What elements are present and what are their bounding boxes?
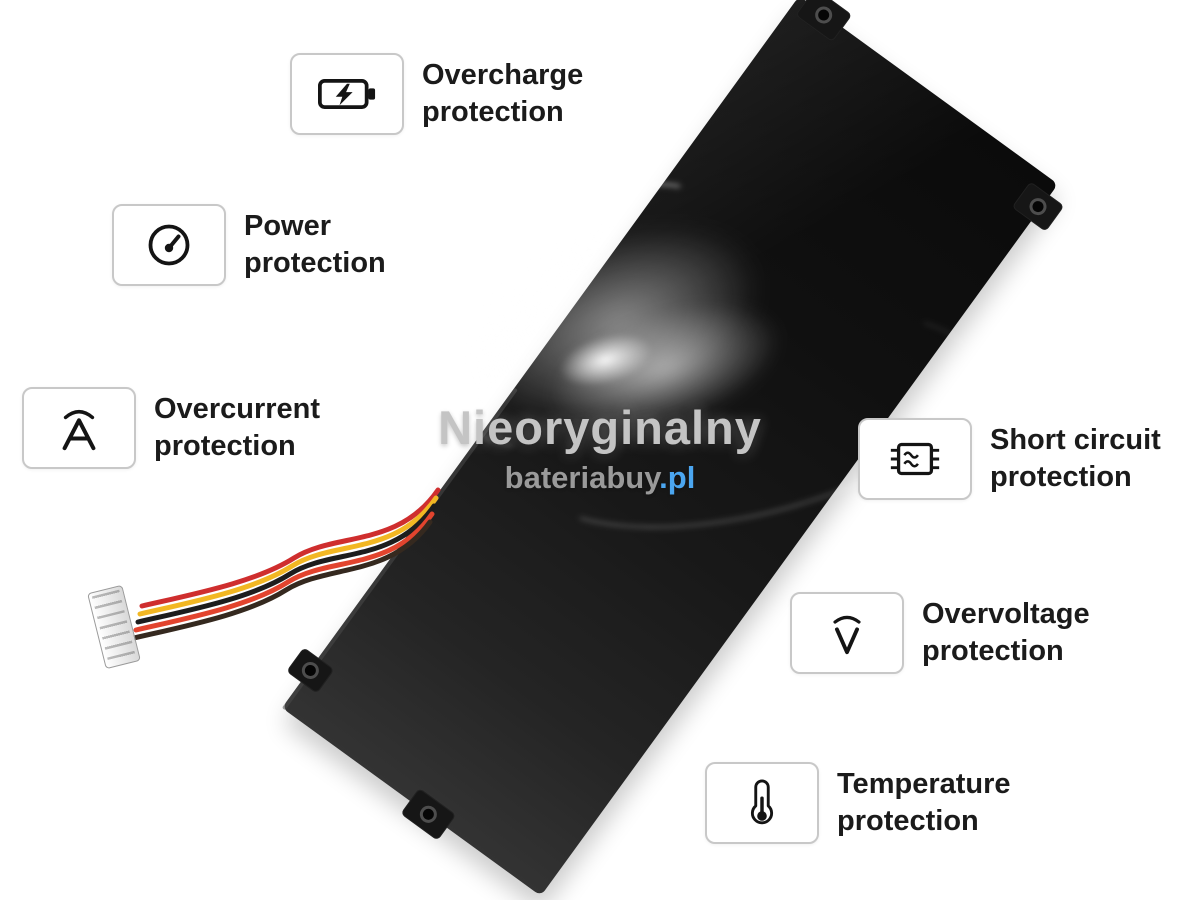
thermometer-icon xyxy=(705,762,819,844)
feature-line2: protection xyxy=(990,461,1132,493)
battery-charging-icon xyxy=(290,53,404,135)
feature-line2: protection xyxy=(244,247,386,279)
feature-line1: Short circuit xyxy=(990,424,1161,457)
feature-line1: Power xyxy=(244,210,332,243)
feature-label: Overcharge protection xyxy=(422,57,583,130)
feature-line2: protection xyxy=(837,805,979,837)
battery-connector-plug xyxy=(87,584,141,670)
volt-arc-icon xyxy=(790,592,904,674)
feature-line2: protection xyxy=(154,430,296,462)
power-gauge-icon xyxy=(112,204,226,286)
feature-label: Overvoltage protection xyxy=(922,596,1090,669)
feature-label: Overcurrent protection xyxy=(154,391,320,464)
feature-line1: Overcurrent xyxy=(154,393,321,426)
feature-label: Short circuit protection xyxy=(990,422,1161,495)
feature-callout-overvoltage: Overvoltage protection xyxy=(790,592,1090,674)
feature-callout-short-circuit: Short circuit protection xyxy=(858,418,1161,500)
feature-label: Temperature protection xyxy=(837,766,1011,839)
feature-line2: protection xyxy=(422,96,564,128)
feature-line1: Temperature xyxy=(837,768,1011,801)
screw-hole-icon xyxy=(811,3,836,27)
feature-line1: Overcharge xyxy=(422,59,584,92)
feature-callout-overcurrent: Overcurrent protection xyxy=(22,387,320,469)
feature-line1: Overvoltage xyxy=(922,598,1090,631)
screw-hole-icon xyxy=(298,658,323,683)
screw-hole-icon xyxy=(416,802,441,827)
feature-callout-overcharge: Overcharge protection xyxy=(290,53,583,135)
circuit-chip-icon xyxy=(858,418,972,500)
feature-callout-power: Power protection xyxy=(112,204,386,286)
feature-label: Power protection xyxy=(244,208,386,281)
feature-callout-temperature: Temperature protection xyxy=(705,762,1011,844)
ampere-arc-icon xyxy=(22,387,136,469)
feature-line2: protection xyxy=(922,635,1064,667)
screw-hole-icon xyxy=(1026,194,1050,219)
